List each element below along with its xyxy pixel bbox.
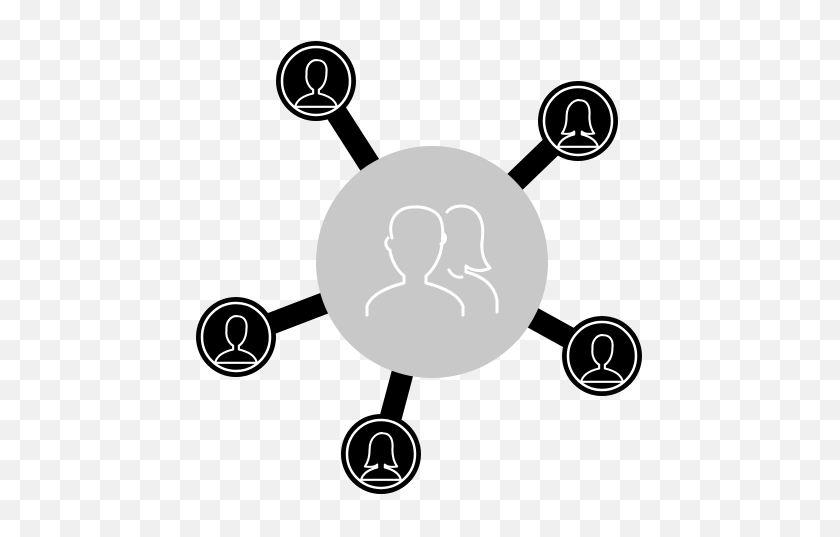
node-left	[196, 297, 276, 377]
node-top-left	[276, 41, 356, 121]
central-hub	[316, 146, 548, 378]
group-of-people-icon	[365, 204, 499, 317]
node-bottom	[341, 414, 421, 494]
node-top-right	[538, 81, 618, 161]
node-right	[562, 316, 642, 396]
